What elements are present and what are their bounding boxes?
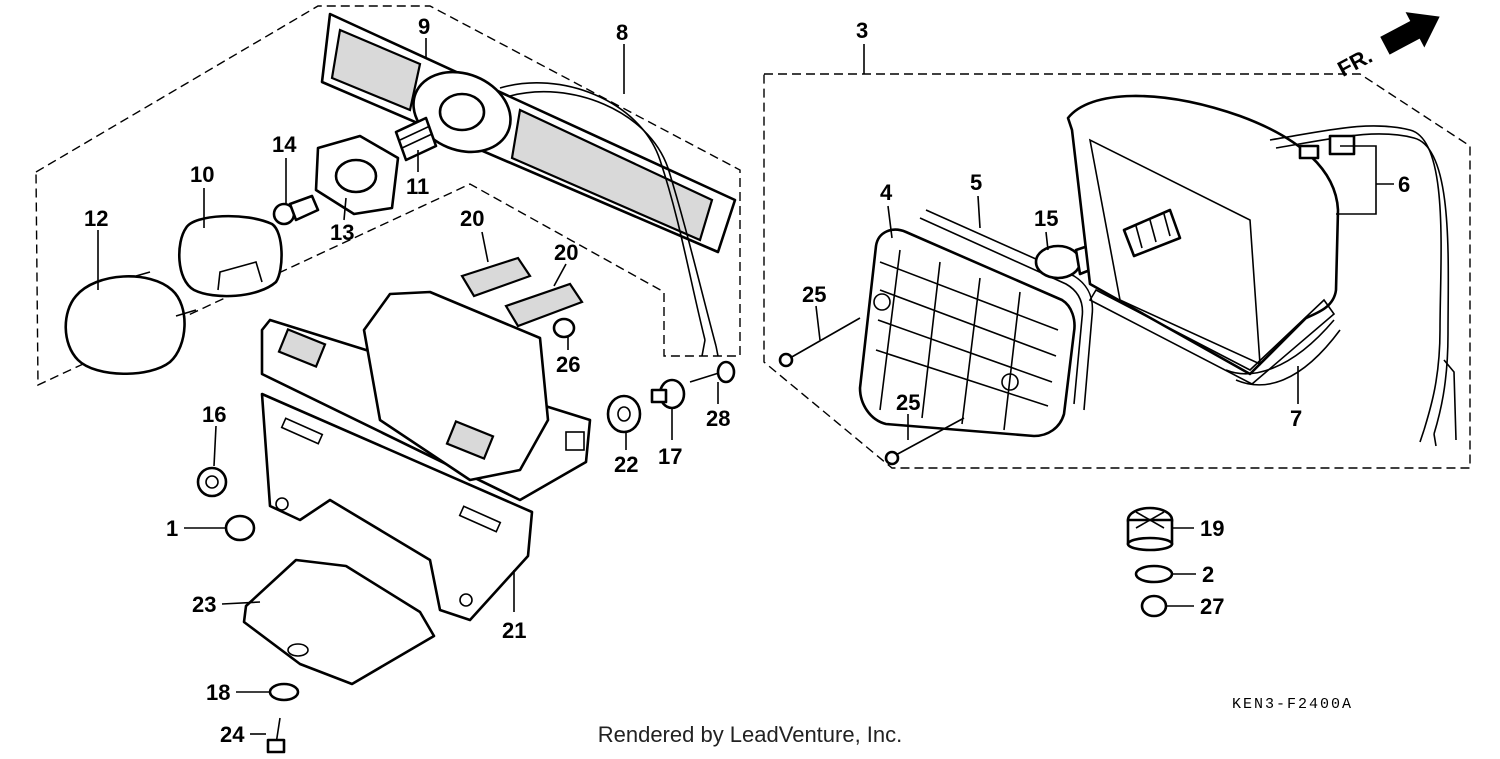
callout-2: 2 — [1202, 562, 1214, 587]
callout-23: 23 — [192, 592, 216, 617]
under-cover-23 — [242, 558, 436, 686]
drawing-code: KEN3-F2400A — [1232, 696, 1354, 713]
callout-28: 28 — [706, 406, 730, 431]
socket-in-housing — [1122, 208, 1182, 258]
nut-26 — [552, 317, 576, 339]
grommet-16 — [196, 466, 228, 498]
callout-4: 4 — [880, 180, 893, 205]
lens-10 — [177, 214, 283, 298]
callout-25a: 25 — [802, 282, 826, 307]
callout-13: 13 — [330, 220, 354, 245]
callout-24: 24 — [220, 722, 245, 747]
lens-4 — [858, 228, 1076, 438]
bulb-14 — [272, 194, 320, 226]
callout-7: 7 — [1290, 406, 1302, 431]
wire-harness-6 — [1269, 125, 1457, 447]
bolt-24 — [266, 717, 286, 754]
washer-2 — [1134, 564, 1174, 584]
callout-20a: 20 — [460, 206, 484, 231]
license-housing — [260, 290, 592, 502]
nut-1 — [224, 514, 256, 542]
housing-7 — [1066, 94, 1341, 386]
nut-27 — [1140, 594, 1168, 618]
front-direction-label: FR. — [1333, 43, 1376, 82]
callout-22: 22 — [614, 452, 638, 477]
callout-labels: 1 2 3 4 5 6 7 8 9 10 11 12 13 14 15 16 1… — [84, 14, 1410, 747]
washer-18 — [268, 682, 300, 702]
callout-12: 12 — [84, 206, 108, 231]
callout-15: 15 — [1034, 206, 1058, 231]
callout-3: 3 — [856, 18, 868, 43]
callout-11: 11 — [406, 174, 429, 199]
reflector-assembly — [320, 12, 737, 357]
gasket-13 — [314, 134, 400, 216]
collar-17 — [650, 378, 686, 410]
callout-26: 26 — [556, 352, 580, 377]
front-direction-arrow: FR. — [1333, 12, 1440, 82]
callout-8: 8 — [616, 20, 628, 45]
bulb-socket-11 — [394, 116, 438, 162]
callout-25b: 25 — [896, 390, 920, 415]
callout-14: 14 — [272, 132, 297, 157]
bolt-28 — [689, 360, 736, 384]
callout-17: 17 — [658, 444, 682, 469]
callout-10: 10 — [190, 162, 214, 187]
callout-18: 18 — [206, 680, 230, 705]
callout-20b: 20 — [554, 240, 578, 265]
callout-1: 1 — [166, 516, 178, 541]
leader-lines — [97, 38, 1394, 735]
grommet-22 — [606, 394, 642, 434]
license-bracket-21 — [260, 392, 534, 622]
callout-5: 5 — [970, 170, 982, 195]
callout-21: 21 — [502, 618, 526, 643]
callout-27: 27 — [1200, 594, 1224, 619]
pad-20 — [460, 256, 584, 328]
group-outline-right — [763, 73, 1471, 469]
callout-6: 6 — [1398, 172, 1410, 197]
callout-9: 9 — [418, 14, 430, 39]
callout-16: 16 — [202, 402, 226, 427]
screw-25 — [778, 317, 965, 466]
render-credit: Rendered by LeadVenture, Inc. — [597, 722, 903, 747]
gasket-5 — [919, 209, 1094, 411]
grommet-19 — [1126, 506, 1174, 552]
cover-12 — [64, 271, 197, 376]
callout-19: 19 — [1200, 516, 1224, 541]
